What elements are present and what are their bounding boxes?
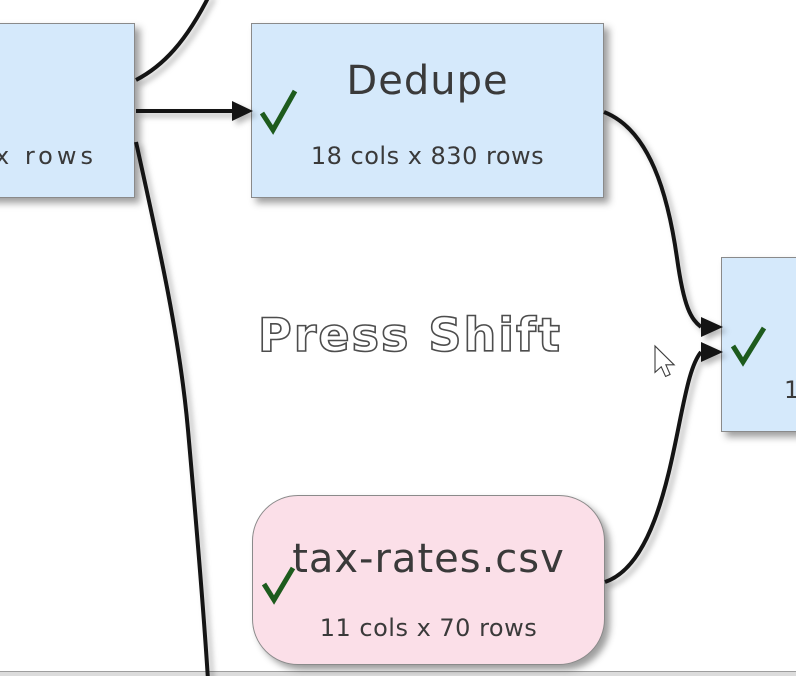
node-left-partial[interactable]: x rows	[0, 23, 135, 198]
connector-tax-to-right[interactable]	[604, 350, 703, 584]
node-subtitle: 1	[784, 376, 796, 404]
arrowhead-icon	[701, 317, 723, 337]
node-title: Dedupe	[346, 58, 509, 104]
connector-top-to-left-node[interactable]	[135, 0, 210, 82]
horizontal-scrollbar[interactable]	[0, 671, 796, 676]
press-shift-watermark: Press Shift	[257, 307, 563, 363]
node-tax-rates-csv[interactable]: tax-rates.csv 11 cols x 70 rows	[252, 495, 605, 665]
node-subtitle: 18 cols x 830 rows	[310, 142, 545, 170]
arrowhead-icon	[232, 101, 253, 121]
node-subtitle: x rows	[0, 142, 97, 170]
node-right-partial[interactable]: 1	[721, 257, 796, 432]
mouse-cursor-icon	[655, 346, 674, 376]
node-dedupe[interactable]: Dedupe 18 cols x 830 rows	[251, 23, 604, 198]
connector-dedupe-to-right[interactable]	[603, 110, 703, 329]
arrowhead-icon	[701, 342, 723, 362]
connector-left-to-bottom[interactable]	[134, 141, 210, 676]
node-subtitle: 11 cols x 70 rows	[319, 614, 538, 642]
node-title: tax-rates.csv	[292, 536, 565, 582]
